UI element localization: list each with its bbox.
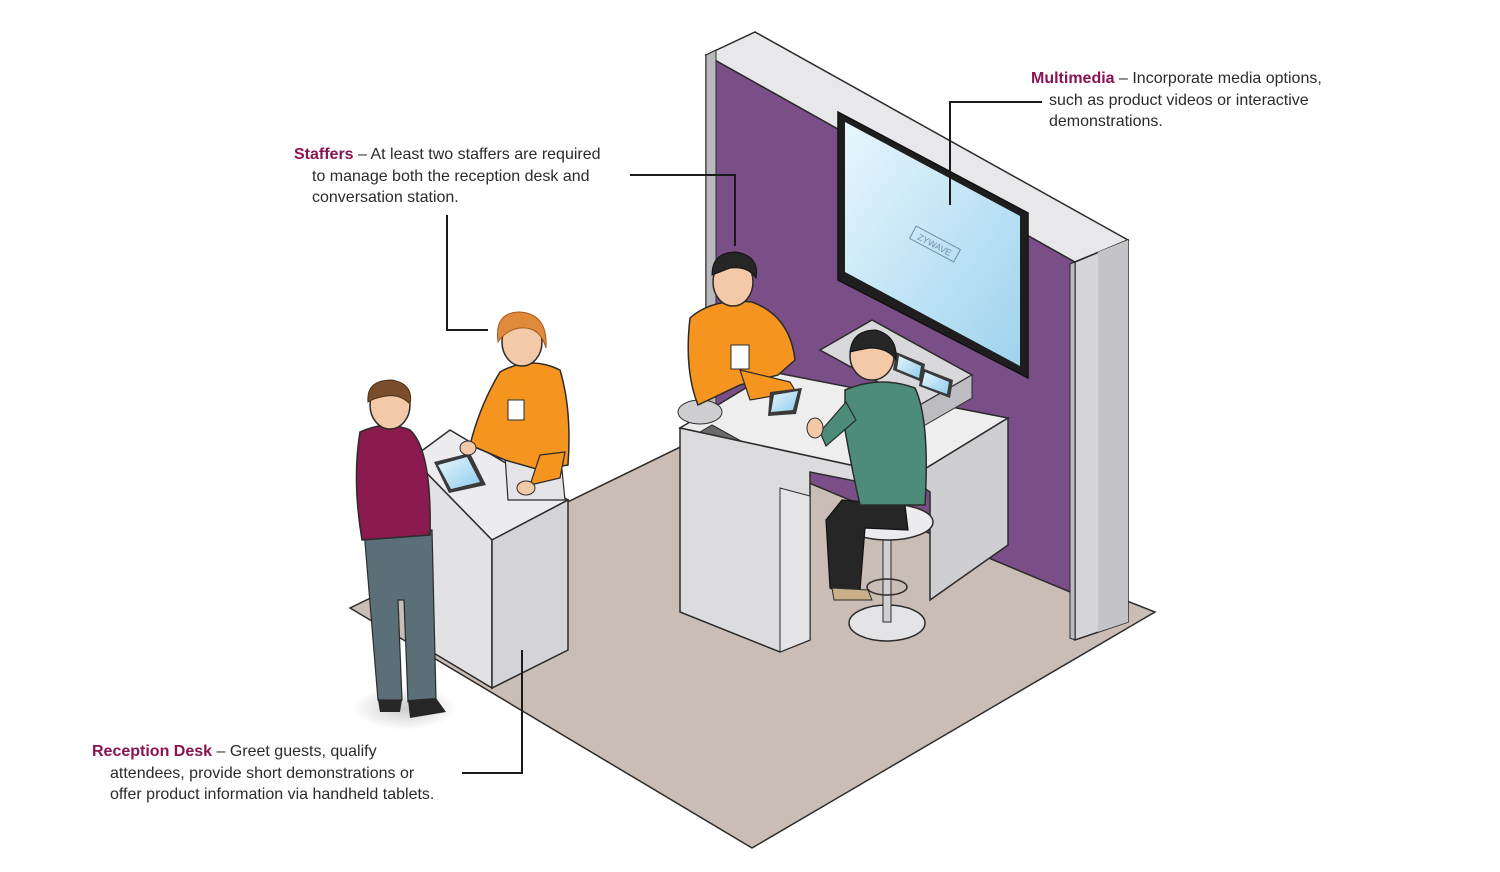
callout-multimedia-line3: demonstrations. [1049, 113, 1163, 130]
callout-reception-line1: Reception Desk – Greet guests, qualify [92, 741, 434, 763]
callout-staffers-line2: to manage both the reception desk and [312, 167, 590, 185]
standing-staffer [459, 311, 570, 501]
callout-staffers: Staffers – At least two staffers are req… [294, 144, 601, 209]
callout-multimedia: Multimedia – Incorporate media options, … [1031, 68, 1322, 133]
callout-multimedia-line1: Multimedia – Incorporate media options, [1031, 68, 1322, 90]
multimedia-leader [949, 101, 1042, 205]
callout-staffers-text1: – At least two staffers are required [353, 146, 601, 163]
callout-staffers-line1: Staffers – At least two staffers are req… [294, 144, 601, 166]
seated-visitor [806, 329, 927, 601]
reception-leader [462, 650, 523, 774]
callout-multimedia-line2: such as product videos or interactive [1049, 91, 1309, 109]
callout-multimedia-text1: – Incorporate media options, [1114, 70, 1322, 87]
callout-reception-term: Reception Desk [92, 743, 213, 760]
callout-reception-line3: offer product information via handheld t… [110, 786, 435, 803]
standing-visitor [353, 379, 457, 730]
callout-reception-line2: attendees, provide short demonstrations … [110, 764, 415, 782]
staffers-leader-left [446, 215, 488, 331]
callout-staffers-term: Staffers [294, 146, 354, 163]
seated-staffer [677, 251, 802, 425]
callout-reception-desk: Reception Desk – Greet guests, qualify a… [92, 741, 434, 806]
callout-staffers-line3: conversation station. [312, 189, 459, 206]
leader-lines [446, 101, 1042, 774]
callout-multimedia-term: Multimedia [1031, 70, 1115, 87]
multimedia-screen: ZYWAVE [837, 110, 1029, 380]
staffers-leader-right [630, 174, 736, 246]
callout-reception-text1: – Greet guests, qualify [212, 743, 377, 760]
